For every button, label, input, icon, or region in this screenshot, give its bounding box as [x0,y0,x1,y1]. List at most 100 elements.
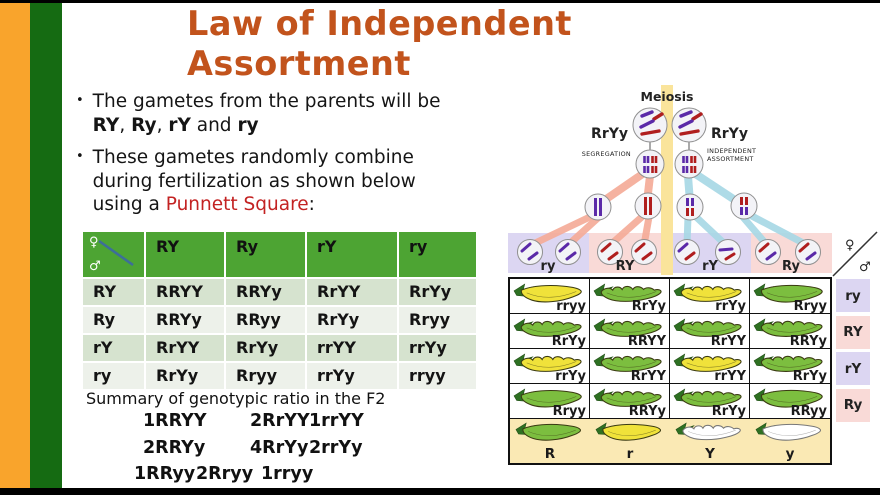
colon: : [308,194,315,215]
offspring-genotype: rrYY [714,369,746,384]
gamete-label-RY: RY [616,259,635,274]
meiosis2-cell-2 [634,192,662,220]
pea-pod-icon [753,353,823,372]
gamete-rY-1 [674,239,700,265]
pea-pod-icon [515,422,581,441]
gamete-RY-2 [631,239,657,265]
row-label-ry: ry [836,279,870,312]
bullet2-line1: These gametes randomly combine [92,147,414,168]
independent-label-2: ASSORTMENT [707,155,754,163]
offspring-cell: RrYy [670,384,750,419]
punnett-cell: RrYY [146,335,224,361]
pea-pod-icon [513,318,582,337]
female-symbol: ♀ [89,235,99,250]
gamete-Ry: Ry [131,114,157,136]
male-symbol: ♂ [89,259,101,274]
bullet1-text: The gametes from the parents will be [92,91,441,112]
punnett-square-highlight: Punnett Square [165,194,309,215]
offspring-cell: Rryy [750,279,830,314]
offspring-cell: Rryy [510,384,590,419]
ratio-value: 2RrYY [250,411,310,431]
offspring-cell: RRYY [590,314,670,349]
gamete-label-rY: rY [702,259,718,274]
pea-pod-icon [673,283,742,302]
pod-grid-row: rrYy RrYY rrYY RrYy [510,349,830,384]
slide-top-border [0,0,880,3]
punnett-cell: Rryy [226,363,305,389]
punnett-cell: RRyy [226,307,305,333]
bullet-list: • The gametes from the parents will be R… [76,90,478,226]
punnett-cell: RrYy [146,363,224,389]
pea-pod-icon [753,283,823,303]
ratio-value: 2Rryy [196,464,254,484]
gamete-label-Ry: Ry [782,259,800,274]
punnett-corner-cell: ♀ ♂ [83,232,144,277]
offspring-genotype: Rryy [552,404,586,419]
pea-pod-icon [753,388,823,408]
offspring-genotype: RRYY [627,334,666,349]
genotypic-ratio-summary: Summary of genotypic ratio in the F2 1RR… [86,389,478,491]
legend-allele: y [785,446,795,462]
punnett-row-header: RY [83,279,144,305]
punnett-square-table: ♀ ♂ RY Ry rY ry RY RRYY RRYy RrYY RrYy R… [83,232,476,389]
gamete-label-ry: ry [541,259,556,274]
punnett-cell: RRYy [146,307,224,333]
legend-allele: R [544,446,556,462]
orange-accent-bar [0,3,30,488]
punnett-cell: RrYy [226,335,305,361]
slide-title: Law of Independent Assortment [187,4,572,84]
punnett-cell: RrYy [399,279,476,305]
offspring-cell: RrYy [590,279,670,314]
bullet2-line3: using a [92,194,166,215]
gamete-Ry-2 [795,239,821,265]
punnett-col-header: rY [307,232,397,277]
pod-grid-row: Rryy RRYy RrYy RRyy [510,384,830,419]
pea-pod-icon [513,353,582,372]
meiosis2-cell-3 [676,193,704,221]
punnett-cell: RrYY [307,279,397,305]
chromosomes-parents [639,110,703,136]
offspring-cell: RRYy [590,384,670,419]
gamete-ry: ry [237,114,259,136]
offspring-genotype: RrYY [710,334,746,349]
row-label-Ry: Ry [836,388,870,422]
punnett-cell: RRYy [226,279,305,305]
ratio-value: 4RrYy [250,437,309,458]
legend-cell: R [510,419,590,463]
offspring-cell: RrYY [590,349,670,384]
offspring-genotype: RRYy [789,334,827,349]
punnett-row-header: rY [83,335,144,361]
bullet-item-2: • These gametes randomly combine during … [76,146,478,217]
independent-label-1: INDEPENDENT [707,147,756,155]
offspring-genotype: RRyy [790,404,827,419]
green-accent-bar [30,3,62,488]
punnett-row-header: Ry [83,307,144,333]
pea-pod-icon [593,283,662,302]
offspring-genotype: RrYy [551,334,586,349]
pea-pod-icon [593,353,662,372]
row-label-rY: rY [836,352,870,386]
summary-row: 1RRYY 2RrYY 1rrYY [86,411,478,438]
gamete-Ry-1 [755,239,781,265]
pod-grid-row: RrYy RRYY RrYY RRYy [510,314,830,349]
chromosomes-meiosis2 [594,197,748,216]
title-line-2: Assortment [187,44,411,83]
gamete-rY-2 [715,239,741,265]
parent-genotype-left: RrYy [591,126,628,142]
ratio-value: 1RRYY [143,411,207,431]
allele-legend-row: R r Y y [510,418,830,463]
gamete-rY: rY [168,114,191,136]
chromosomes-meiosis1 [643,156,697,173]
offspring-genotype: RrYy [631,299,666,314]
offspring-cell: rryy [510,279,590,314]
bullet-glyph: • [76,93,84,108]
separator: and [190,114,238,136]
bullet-item-1: • The gametes from the parents will be R… [76,90,478,137]
punnett-cell: rrYy [307,363,397,389]
pea-pod-icon [673,318,742,337]
summary-row: 2RRYy 4RrYy 2rrYy [86,438,478,465]
summary-row: 1RRyy 2Rryy 1rryy [86,464,478,491]
offspring-pod-grid: rryy RrYy rrYy Rryy RrY [508,277,832,465]
figure-corner-diagonal [832,231,878,277]
